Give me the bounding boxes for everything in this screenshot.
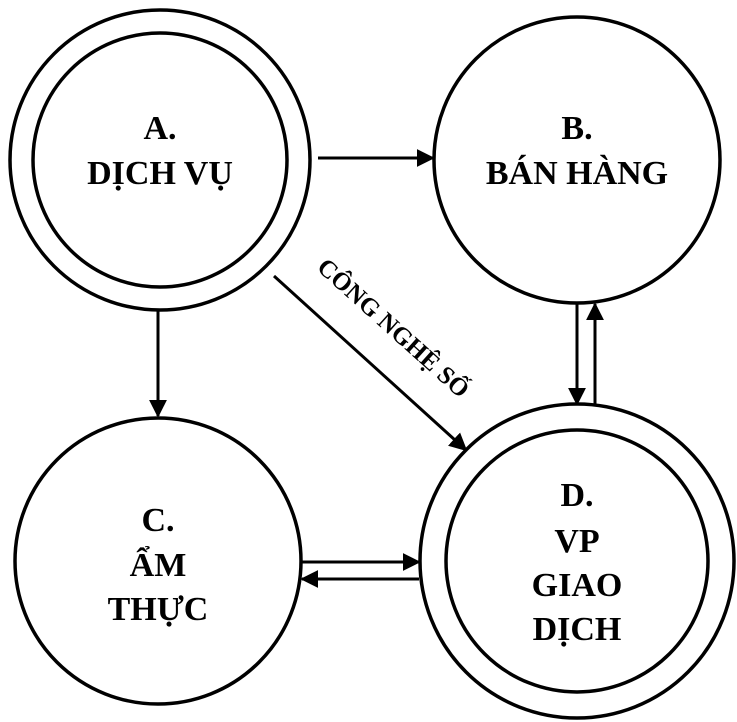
node-b: B. BÁN HÀNG bbox=[432, 15, 722, 305]
node-b-label-2: BÁN HÀNG bbox=[486, 155, 668, 192]
edge-label-cong-nghe-so: CÔNG NGHỆ SỐ bbox=[312, 252, 476, 404]
node-c-label-3: THỰC bbox=[108, 591, 209, 628]
node-c-label-1: C. bbox=[141, 502, 174, 539]
node-c-ring bbox=[13, 416, 303, 706]
node-b-label-1: B. bbox=[561, 110, 592, 147]
node-d-label-2: VP bbox=[554, 523, 599, 560]
node-d-inner-ring bbox=[444, 428, 710, 694]
node-d-outer-ring bbox=[418, 402, 736, 720]
node-c-label-2: ẨM bbox=[130, 546, 187, 584]
node-d-label-4: DỊCH bbox=[533, 611, 622, 648]
node-a: A. DỊCH VỤ bbox=[8, 8, 312, 312]
node-a-label-1: A. bbox=[143, 110, 176, 147]
node-a-label-2: DỊCH VỤ bbox=[87, 155, 233, 192]
node-a-outer-ring bbox=[8, 8, 312, 312]
node-d-label-1: D. bbox=[560, 477, 593, 514]
arrow-a-to-d bbox=[272, 274, 468, 452]
node-d-label-3: GIAO bbox=[532, 567, 623, 604]
node-c: C. ẨM THỰC bbox=[13, 416, 303, 706]
node-d: D. VP GIAO DỊCH bbox=[418, 402, 736, 720]
node-a-inner-ring bbox=[31, 31, 289, 289]
